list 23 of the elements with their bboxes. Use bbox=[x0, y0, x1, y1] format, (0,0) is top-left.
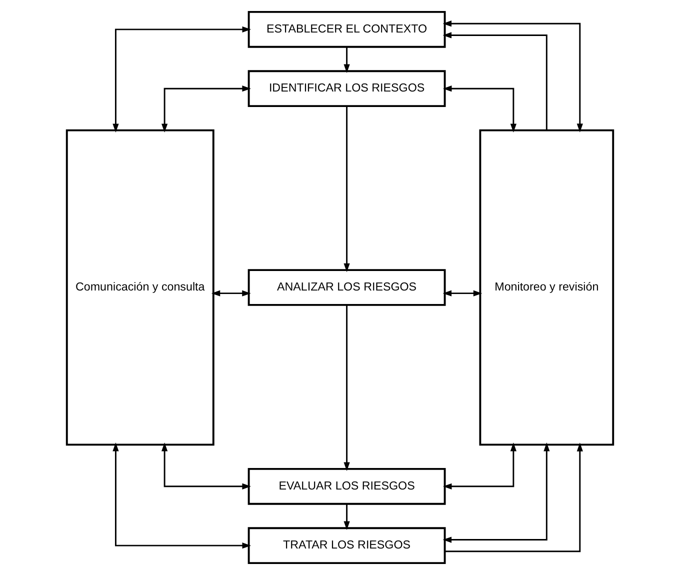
arrow bbox=[442, 20, 582, 132]
arrow bbox=[112, 26, 250, 133]
node-box: Comunicación y consulta bbox=[65, 129, 214, 446]
node-box: TRATAR LOS RIESGOS bbox=[247, 527, 446, 564]
arrow bbox=[444, 442, 582, 552]
arrow bbox=[343, 504, 350, 530]
arrow bbox=[160, 442, 250, 490]
arrow bbox=[442, 442, 550, 543]
node-box: Monitoreo y revisión bbox=[478, 129, 614, 446]
arrow bbox=[343, 106, 350, 272]
node-box: ESTABLECER EL CONTEXTO bbox=[247, 10, 446, 48]
arrow bbox=[343, 305, 350, 471]
arrow bbox=[160, 86, 250, 132]
node-box: IDENTIFICAR LOS RIESGOS bbox=[247, 70, 446, 108]
arrow bbox=[442, 290, 482, 296]
arrow bbox=[343, 47, 350, 74]
arrow bbox=[442, 32, 547, 130]
arrow bbox=[210, 290, 250, 296]
node-box: ANALIZAR LOS RIESGOS bbox=[247, 269, 446, 306]
node-box: EVALUAR LOS RIESGOS bbox=[247, 468, 446, 505]
arrow bbox=[112, 442, 250, 549]
arrow bbox=[442, 442, 516, 490]
arrow bbox=[442, 86, 516, 132]
